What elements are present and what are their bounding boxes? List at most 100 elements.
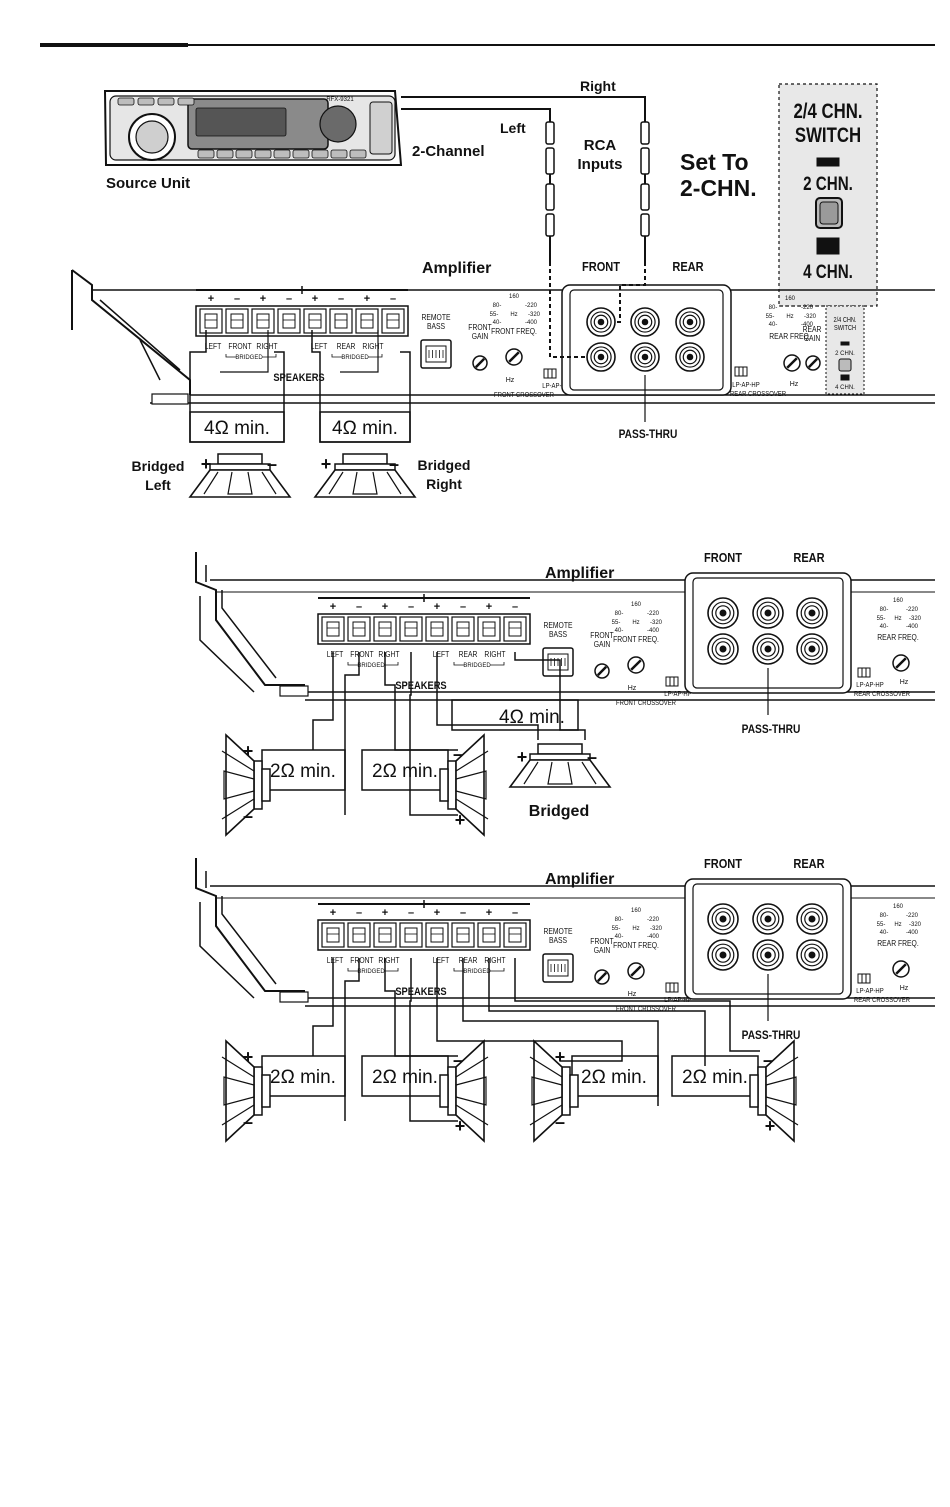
polarity-plus: + (321, 454, 332, 474)
rca-panel-inner (569, 289, 724, 391)
rca-ring (711, 907, 735, 931)
speaker-cone (225, 733, 255, 837)
rca-plug-body (640, 147, 650, 175)
terminal-polarity: – (356, 601, 362, 613)
rca-ring (637, 349, 653, 365)
rca-jack (752, 597, 784, 629)
speaker-terminal (347, 616, 371, 642)
rear-right-wire (514, 958, 760, 1052)
remote-bass-jack-icon (542, 953, 574, 983)
label-line: GAIN (594, 639, 611, 649)
amplifier-label: Amplifier (545, 871, 614, 888)
knob-icon (594, 969, 610, 985)
bridged-label: Bridged (529, 803, 589, 820)
polarity-minus: – (555, 1112, 565, 1132)
freq-scale-mark: -320 (804, 314, 817, 320)
rca-jack (707, 903, 739, 935)
jack-inner (547, 653, 569, 671)
speaker-detail (455, 1076, 487, 1106)
rear-bridged-wire (514, 652, 586, 740)
polarity-plus: + (555, 1047, 566, 1067)
terminal-cell (277, 308, 301, 334)
channel-label: RIGHT (378, 955, 400, 965)
terminal-cell (199, 308, 223, 334)
speaker-terminal (399, 922, 423, 948)
terminal-screw (378, 621, 392, 637)
terminal-polarity: – (286, 293, 292, 305)
freq-scale-mark: -400 (906, 624, 919, 630)
channel-label: RIGHT (256, 341, 278, 351)
rca-jack (707, 633, 739, 665)
rear-input-label: REAR (672, 259, 704, 274)
rca-ring (637, 314, 653, 330)
rca-pin (808, 609, 816, 617)
freq-scale-mark: 80- (769, 305, 778, 311)
rca-pin (719, 915, 727, 923)
amplifier-label: Amplifier (545, 565, 614, 582)
switch-body (857, 667, 871, 678)
switch-small-toggle (838, 358, 852, 372)
rca-jack (752, 903, 784, 935)
switch-body (665, 982, 679, 993)
polarity-plus: + (201, 454, 212, 474)
impedance-text: 4Ω min. (332, 418, 398, 439)
rca-jack (796, 597, 828, 629)
terminal-cell (347, 922, 371, 948)
knob-icon (472, 355, 488, 371)
terminal-polarity: + (260, 293, 266, 305)
freq-scale-mark: 55- (877, 922, 886, 928)
speaker-magnet (217, 453, 263, 465)
rca-pin (808, 645, 816, 653)
speaker-magnet (253, 760, 263, 810)
front-freq-label: FRONT FREQ. (613, 634, 659, 644)
rca-ring (679, 346, 701, 368)
top-button (177, 97, 195, 106)
front-left-wire (312, 958, 334, 1056)
terminal-cell (477, 922, 501, 948)
rca-ring (711, 601, 735, 625)
terminal-polarity: – (390, 293, 396, 305)
speaker-terminal (477, 616, 501, 642)
terminal-cell (347, 616, 371, 642)
preset-button (197, 149, 215, 159)
speaker-terminal (425, 922, 449, 948)
crossover-switch-icon (665, 676, 679, 687)
bridged-label: BRIDGED (357, 663, 385, 669)
terminal-screw (430, 927, 444, 943)
speaker-detail (765, 1056, 799, 1126)
terminal-polarity: + (330, 601, 336, 613)
speaker-front-right (439, 1039, 489, 1143)
polarity-plus: + (455, 810, 466, 830)
bracket (262, 354, 277, 358)
front-left-negative-wire (344, 652, 360, 815)
freq-scale-mark: -400 (647, 628, 660, 634)
heatsink-fin (205, 871, 277, 985)
speaker-terminal (321, 616, 345, 642)
rca-cable (545, 121, 555, 262)
switch-indicator (840, 341, 850, 346)
speaker-detail (455, 1056, 489, 1126)
impedance-text: 4Ω min. (499, 707, 565, 728)
freq-scale-mark: 160 (631, 908, 642, 914)
freq-scale-mark: -220 (525, 303, 538, 309)
rca-plug (545, 121, 555, 145)
terminal-cell (303, 308, 327, 334)
terminal-cell (321, 922, 345, 948)
label-line: 2/4 CHN. (834, 316, 857, 324)
switch-toggle-inner (819, 201, 839, 225)
heatsink-fin (199, 902, 255, 999)
speakers-label: SPEAKERS (395, 680, 447, 692)
rca-ring (711, 943, 735, 967)
label-line: Set To (680, 149, 749, 175)
terminal-polarity: + (486, 907, 492, 919)
freq-scale-mark: Hz (632, 620, 639, 626)
rca-pin (719, 609, 727, 617)
rca-ring (760, 911, 776, 927)
polarity-minus: – (453, 1050, 463, 1070)
speaker-bridged-left (188, 453, 292, 498)
hz-label: Hz (900, 679, 909, 686)
pass-thru-label: PASS-THRU (742, 1029, 801, 1042)
speaker-detail (455, 770, 487, 800)
terminal-polarity: – (408, 907, 414, 919)
